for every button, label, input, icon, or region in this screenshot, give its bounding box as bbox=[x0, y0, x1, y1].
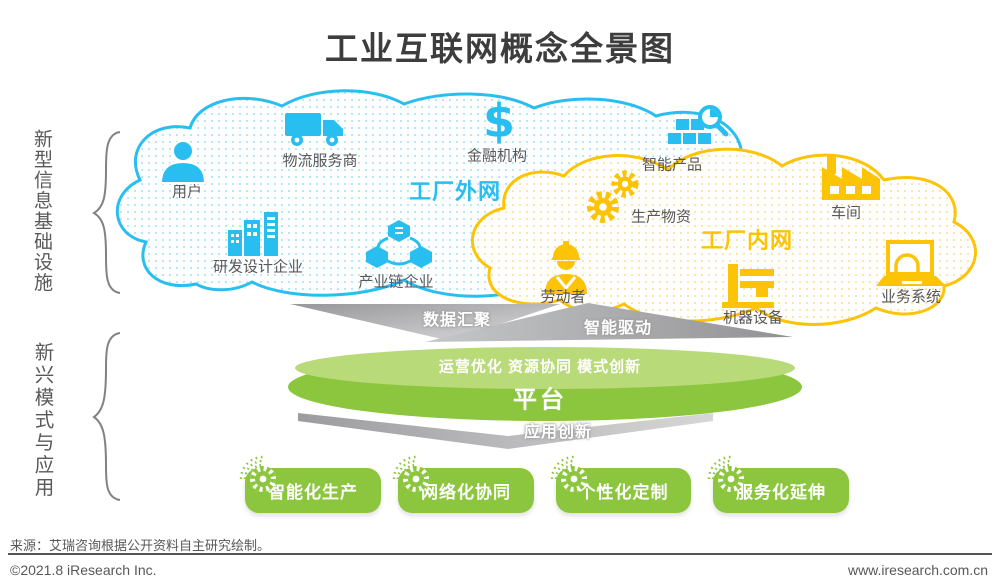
item-label-smart-product: 智能产品 bbox=[641, 156, 703, 174]
side-label-infrastructure: 新型信息基础设施 bbox=[31, 129, 52, 293]
brace-infrastructure bbox=[92, 131, 121, 294]
item-label-machinery: 机器设备 bbox=[722, 309, 784, 327]
item-label-rd-enterprise: 研发设计企业 bbox=[212, 258, 304, 276]
copyright-text: ©2021.8 iResearch Inc. bbox=[10, 562, 157, 578]
mode-button-intelligent-production: 智能化生产 bbox=[245, 468, 381, 513]
mode-label: 个性化定制 bbox=[578, 483, 669, 502]
factory-internal-label: 工厂内网 bbox=[700, 228, 794, 253]
item-label-supply-chain: 产业链企业 bbox=[358, 273, 434, 291]
footer-divider bbox=[8, 553, 992, 555]
signal-gear-icon bbox=[550, 455, 587, 492]
signal-gear-icon bbox=[707, 455, 744, 492]
intelligent-drive-arrow bbox=[425, 303, 793, 342]
website-text: www.iresearch.com.cn bbox=[847, 562, 988, 578]
data-aggregation-arrow bbox=[290, 304, 560, 341]
application-innovation-label: 应用创新 bbox=[523, 424, 593, 441]
factory-icon bbox=[822, 154, 880, 200]
signal-gear-icon bbox=[239, 455, 276, 492]
factory-external-label: 工厂外网 bbox=[408, 179, 502, 204]
application-innovation-arrow bbox=[298, 413, 713, 449]
platform-top bbox=[295, 347, 795, 389]
intelligent-drive-label: 智能驱动 bbox=[583, 320, 653, 337]
page-title: 工业互联网概念全景图 bbox=[325, 30, 675, 67]
supply-chain-icon bbox=[366, 220, 432, 268]
truck-icon bbox=[285, 113, 343, 146]
mode-label: 智能化生产 bbox=[268, 483, 358, 502]
item-label-finance: 金融机构 bbox=[466, 147, 528, 165]
user-icon bbox=[159, 140, 207, 184]
dollar-icon: $ bbox=[482, 94, 515, 148]
machine-icon bbox=[722, 264, 774, 308]
buildings-icon bbox=[228, 212, 278, 256]
item-label-business-system: 业务系统 bbox=[880, 288, 942, 306]
item-label-worker: 劳动者 bbox=[540, 288, 586, 306]
brace-applications bbox=[92, 332, 121, 501]
item-label-user: 用户 bbox=[171, 183, 203, 201]
signal-gear-icon bbox=[392, 455, 429, 492]
side-label-applications: 新兴模式与应用 bbox=[31, 342, 53, 500]
smart-product-icon bbox=[668, 105, 729, 144]
source-note: 来源：艾瑞咨询根据公开资料自主研究绘制。 bbox=[10, 538, 271, 553]
mode-label: 服务化延伸 bbox=[736, 483, 826, 502]
item-label-workshop: 车间 bbox=[830, 204, 862, 222]
platform-capabilities: 运营优化 资源协同 模式创新 bbox=[438, 358, 642, 376]
business-system-icon bbox=[876, 240, 946, 286]
mode-label: 网络化协同 bbox=[421, 483, 511, 502]
worker-icon bbox=[545, 241, 587, 294]
data-aggregation-label: 数据汇聚 bbox=[422, 312, 492, 329]
platform-label: 平台 bbox=[513, 386, 567, 414]
item-label-logistics: 物流服务商 bbox=[282, 152, 358, 170]
item-label-materials: 生产物资 bbox=[630, 208, 692, 226]
gears-icon bbox=[587, 170, 639, 223]
